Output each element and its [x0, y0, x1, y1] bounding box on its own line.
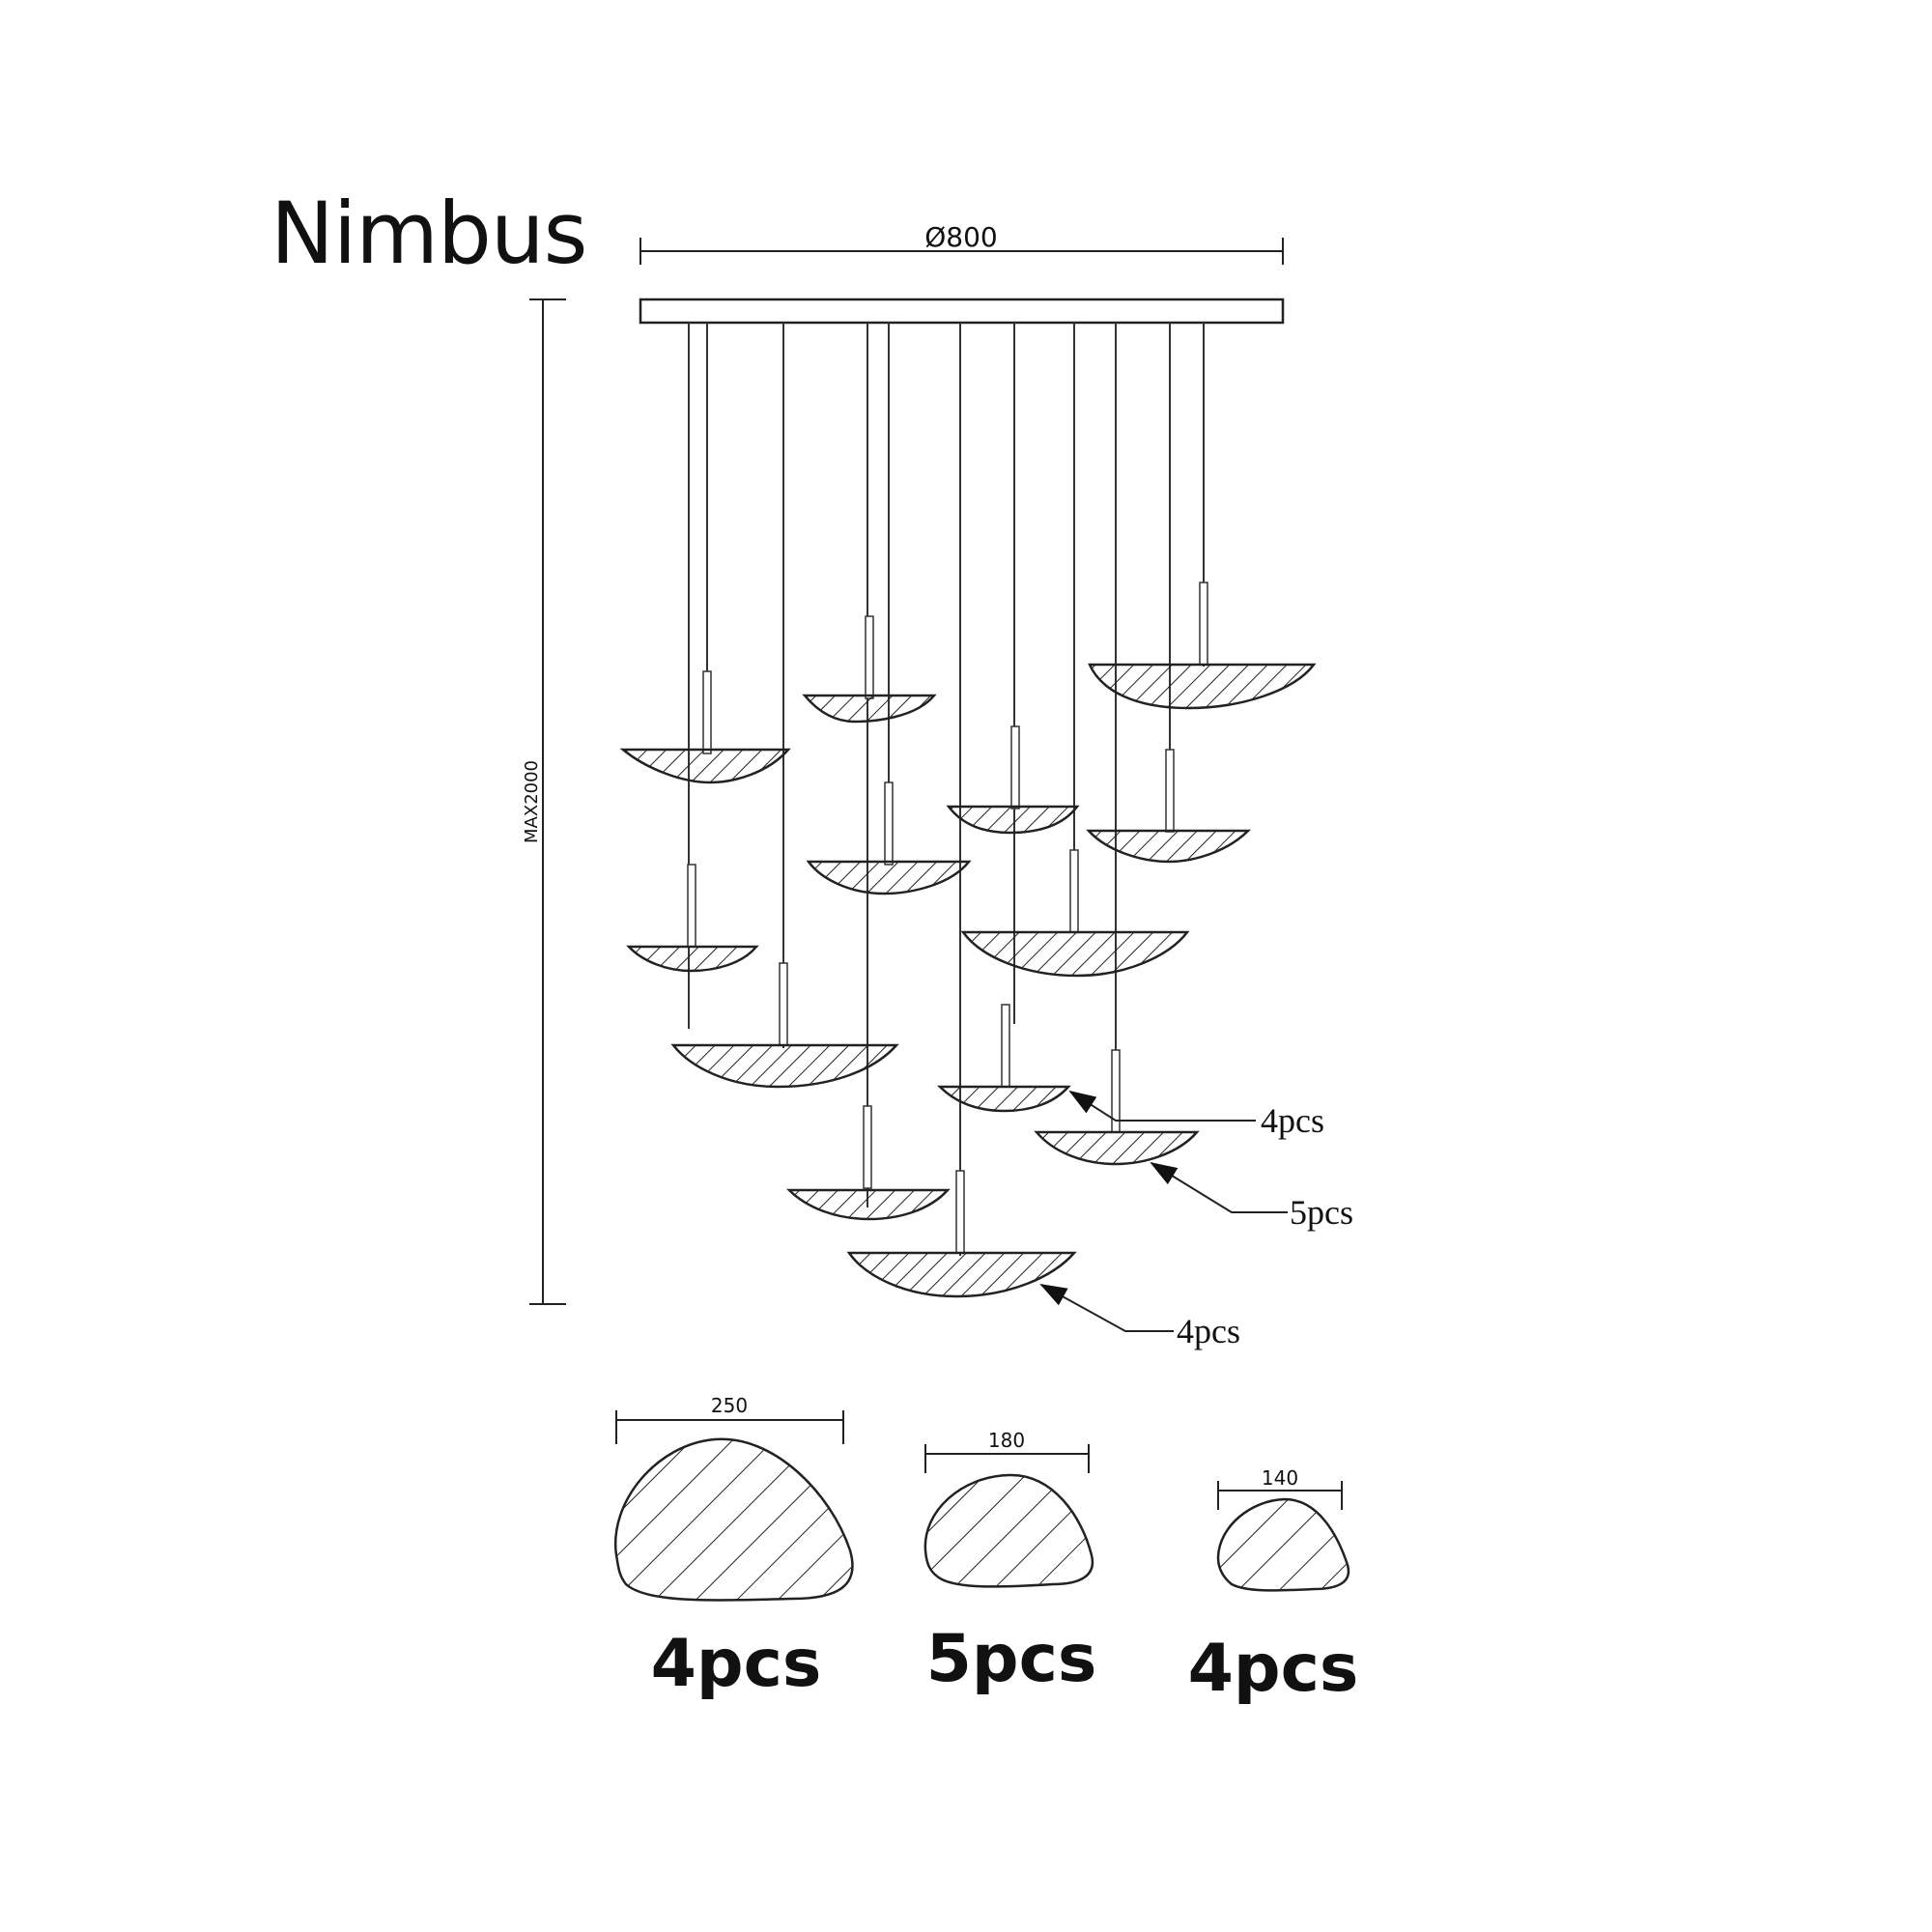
shade-count-label: 4pcs [1188, 1631, 1359, 1707]
shade-plan-small [1216, 1497, 1350, 1592]
shade-width-label: 180 [988, 1429, 1025, 1452]
shade-count-label: 4pcs [651, 1626, 822, 1702]
callouts: 4pcs 5pcs 4pcs [1039, 1090, 1353, 1350]
stem [687, 864, 696, 948]
shade-small [802, 694, 937, 724]
shade-small [626, 945, 759, 973]
shade-medium [1086, 829, 1252, 864]
shade-width-label: 250 [711, 1394, 748, 1417]
product-title: Nimbus [270, 184, 587, 283]
shade-large [1088, 663, 1317, 710]
max-height-label: MAX2000 [522, 760, 542, 843]
stem [865, 615, 874, 699]
stem [884, 781, 894, 866]
stem [1199, 582, 1208, 666]
stem [779, 962, 788, 1046]
shade-large [670, 1043, 899, 1089]
callout-label: 5pcs [1290, 1193, 1353, 1232]
stem [1001, 1004, 1010, 1088]
shade-medium [619, 748, 791, 784]
shade-small [946, 805, 1080, 835]
stem [1010, 725, 1020, 810]
stem [702, 670, 712, 754]
shade-size-legend: 250 4pcs 180 5pcs 140 4pcs [613, 1394, 1359, 1707]
shade-plan-large [613, 1437, 854, 1602]
canopy [639, 298, 1285, 325]
shade-large [960, 930, 1190, 978]
canopy-dimension: Ø800 [639, 221, 1284, 265]
shade-medium [806, 860, 972, 895]
height-dimension: MAX2000 [522, 298, 566, 1305]
shade-small [936, 1085, 1071, 1113]
callout-label: 4pcs [1177, 1312, 1240, 1350]
shade-medium [1034, 1130, 1200, 1166]
stem [955, 1170, 965, 1254]
canopy-diameter-label: Ø800 [924, 221, 997, 253]
stem [863, 1105, 872, 1189]
shade-width-label: 140 [1262, 1466, 1298, 1490]
callout-label: 4pcs [1261, 1101, 1324, 1140]
pendant-lights [619, 323, 1317, 1298]
shade-large [846, 1251, 1077, 1298]
stem [1165, 749, 1175, 833]
shade-count-label: 5pcs [926, 1621, 1097, 1697]
shade-medium [785, 1188, 951, 1221]
stem [1069, 849, 1079, 933]
shade-plan-medium [923, 1473, 1094, 1588]
